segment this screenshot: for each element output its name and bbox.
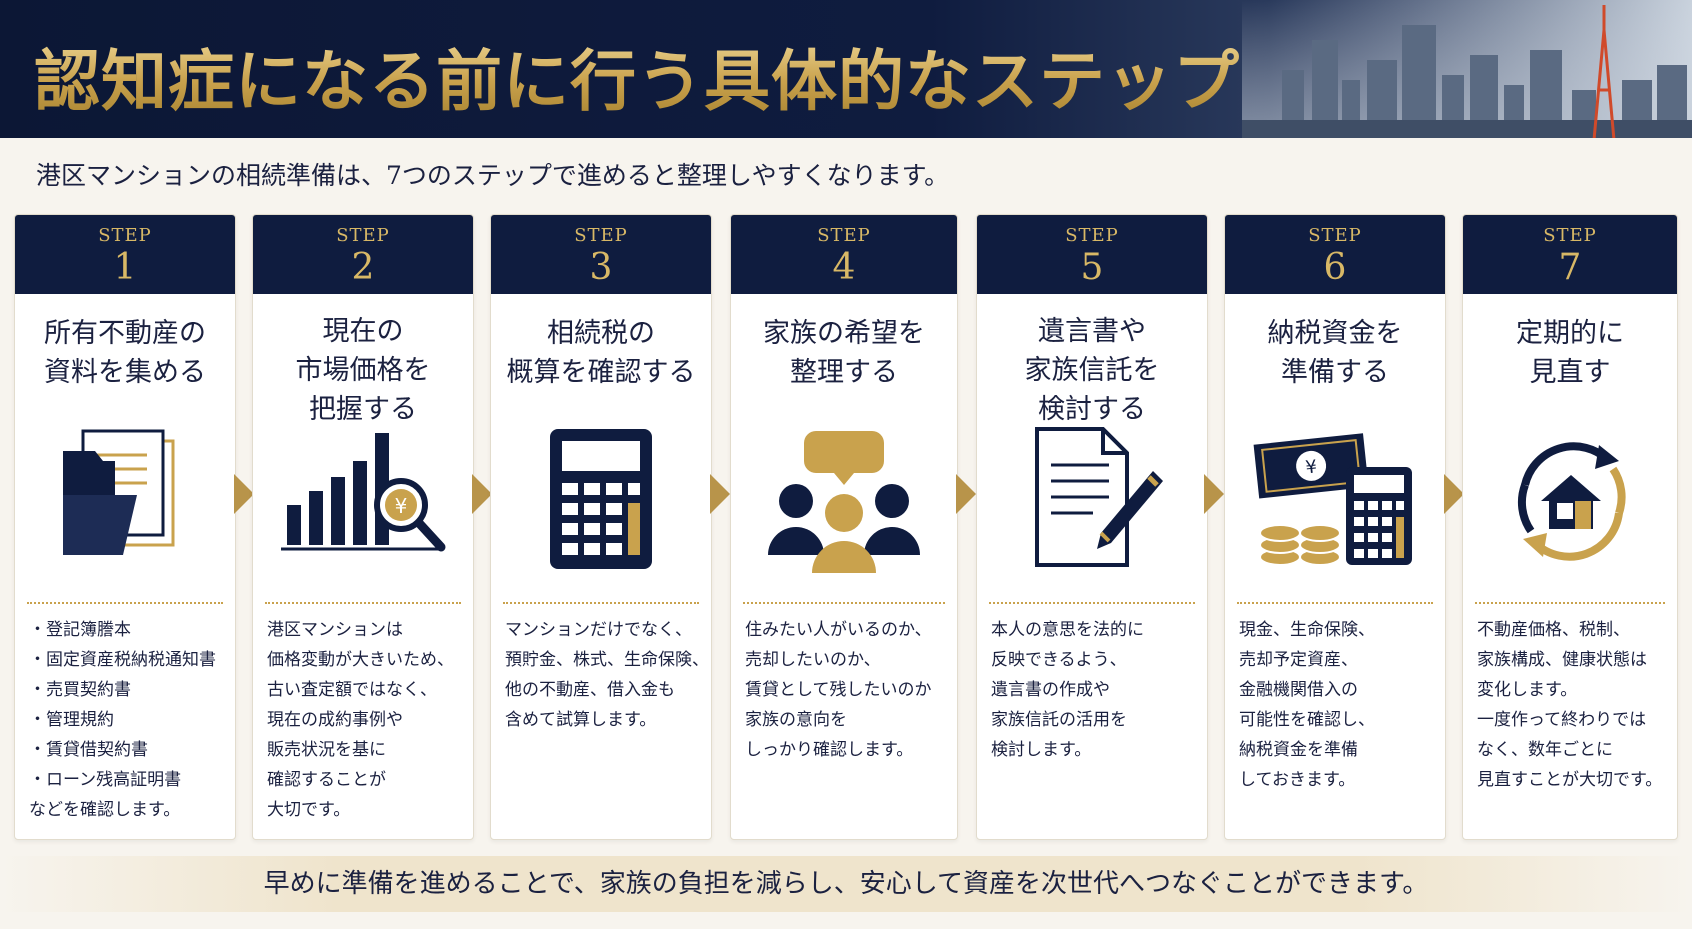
step-number: 6 [1323,247,1347,288]
page-title: 認知症になる前に行う具体的なステップ [34,28,1240,124]
step-card-3: STEP 3 相続税の 概算を確認する マンションだけでなく、 [490,214,712,840]
family-discussion-icon [731,425,957,585]
step-header: STEP 7 [1463,215,1677,294]
step-number: 2 [351,247,375,288]
arrow-right-icon [1204,474,1224,514]
step-header: STEP 5 [977,215,1207,294]
step-description: 不動産価格、税制、 家族構成、健康状態は 変化します。 一度作って終わりでは な… [1477,620,1663,790]
divider [989,602,1195,604]
step-number: 5 [1080,247,1104,288]
step-description: 港区マンションは 価格変動が大きいため、 古い査定額ではなく、 現在の成約事例や… [267,620,454,820]
step-header: STEP 1 [15,215,235,294]
step-card-4: STEP 4 家族の希望を 整理する 住みたい人がいるのか、 売却したいのか、 … [730,214,958,840]
step-label: STEP [817,225,871,246]
svg-text:¥: ¥ [1304,456,1318,478]
header-banner: 認知症になる前に行う具体的なステップ [0,0,1692,138]
step-title: 遺言書や 家族信託を 検討する [1024,316,1160,425]
city-skyline-image [1242,0,1692,138]
footer-message: 早めに準備を進めることで、家族の負担を減らし、安心して資産を次世代へつなぐことが… [263,869,1429,899]
step-title: 納税資金を 準備する [1267,318,1403,388]
divider [503,602,699,604]
divider [1237,602,1433,604]
step-label: STEP [1065,225,1119,246]
step-description: マンションだけでなく、 預貯金、株式、生命保険、 他の不動産、借入金も 含めて試… [505,620,709,730]
step-title: 所有不動産の 資料を集める [44,318,206,388]
step-card-6: STEP 6 納税資金を 準備する ¥ [1224,214,1446,840]
bar-chart-magnifier-icon: ¥ [253,425,473,585]
arrow-right-icon [472,474,492,514]
svg-text:¥: ¥ [395,494,408,518]
step-card-2: STEP 2 現在の 市場価格を 把握する ¥ [252,214,474,840]
step-header: STEP 2 [253,215,473,294]
folder-documents-icon [15,425,235,585]
step-title: 定期的に 見直す [1516,318,1624,388]
step-label: STEP [98,225,152,246]
arrow-right-icon [1444,474,1464,514]
step-number: 3 [589,247,613,288]
footer-banner: 早めに準備を進めることで、家族の負担を減らし、安心して資産を次世代へつなぐことが… [0,856,1692,912]
step-number: 7 [1558,247,1582,288]
step-label: STEP [336,225,390,246]
step-card-1: STEP 1 所有不動産の 資料を集める ・登記簿謄本 ・固定資産税納税通知書 [14,214,236,840]
step-title: 家族の希望を 整理する [763,318,925,388]
step-label: STEP [1308,225,1362,246]
step-number: 4 [832,247,856,288]
step-card-7: STEP 7 定期的に 見直す 不動産価格、税制、 家族構成、健康状態は [1462,214,1678,840]
divider [1475,602,1665,604]
calculator-icon [491,425,711,585]
step-title: 相続税の 概算を確認する [506,318,696,388]
steps-row: STEP 1 所有不動産の 資料を集める ・登記簿謄本 ・固定資産税納税通知書 [14,214,1678,840]
step-description: ・登記簿謄本 ・固定資産税納税通知書 ・売買契約書 ・管理規約 ・賃貸借契約書 … [29,620,216,820]
step-description: 住みたい人がいるのか、 売却したいのか、 賃貸として残したいのか 家族の意向を … [745,620,932,760]
step-description: 現金、生命保険、 売却予定資産、 金融機関借入の 可能性を確認し、 納税資金を準… [1239,620,1375,790]
divider [27,602,223,604]
arrow-right-icon [956,474,976,514]
step-description: 本人の意思を法的に 反映できるよう、 遺言書の作成や 家族信託の活用を 検討しま… [991,620,1144,760]
arrow-right-icon [710,474,730,514]
step-card-5: STEP 5 遺言書や 家族信託を 検討する 本人の意思を法的に [976,214,1208,840]
money-calculator-icon: ¥ [1225,425,1445,585]
step-header: STEP 6 [1225,215,1445,294]
step-header: STEP 3 [491,215,711,294]
step-title: 現在の 市場価格を 把握する [295,316,431,425]
house-refresh-icon [1463,425,1677,585]
step-label: STEP [574,225,628,246]
document-pen-icon [977,425,1207,585]
page-subtitle: 港区マンションの相続準備は、7つのステップで進めると整理しやすくなります。 [36,161,950,190]
divider [743,602,945,604]
step-header: STEP 4 [731,215,957,294]
arrow-right-icon [234,474,254,514]
step-label: STEP [1543,225,1597,246]
step-number: 1 [113,247,137,288]
divider [265,602,461,604]
